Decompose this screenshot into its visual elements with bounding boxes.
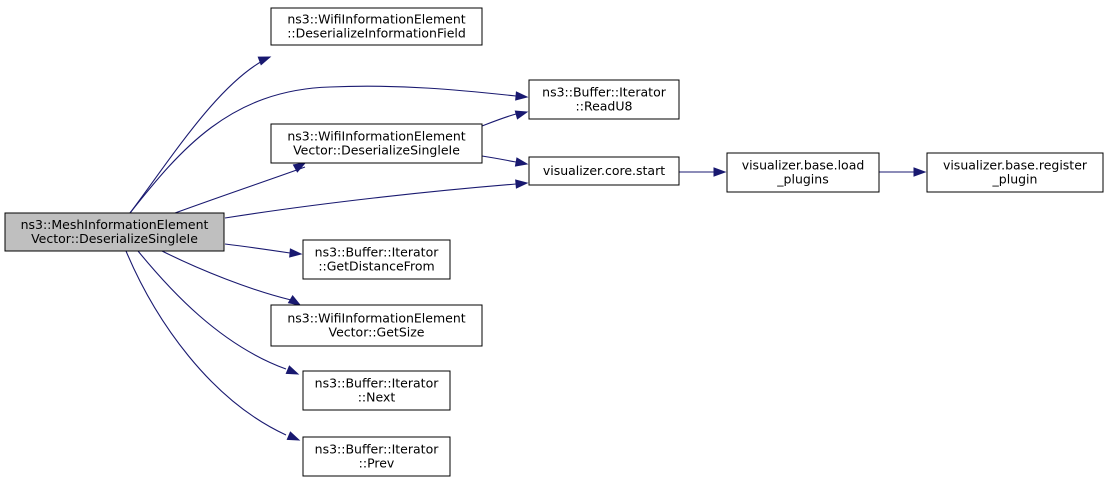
node-label-line: _plugin: [992, 172, 1038, 187]
node-label-line: Vector::DeserializeSingleIe: [31, 231, 198, 246]
node-label-line: ::ReadU8: [576, 99, 633, 114]
node-read-u8[interactable]: ns3::Buffer::Iterator::ReadU8: [528, 79, 680, 120]
node-label-line: ::Prev: [359, 456, 395, 471]
node-box[interactable]: [302, 239, 451, 280]
edge-root-to-wifi_deser_single: [174, 162, 307, 214]
node-label-line: Vector::DeserializeSingleIe: [293, 143, 460, 158]
arrowhead-icon: [514, 157, 529, 167]
arrowhead-icon: [515, 179, 529, 189]
arrowhead-icon: [286, 431, 301, 441]
arrowhead-icon: [913, 167, 927, 177]
edge-root-to-next: [137, 250, 300, 375]
node-label-line: ns3::WifiInformationElement: [287, 12, 465, 27]
edge-root-to-core_start: [224, 179, 529, 219]
arrowhead-icon: [514, 110, 529, 120]
edge-line: [481, 155, 517, 163]
node-label-line: ns3::Buffer::Iterator: [315, 245, 440, 260]
node-deser-info-field[interactable]: ns3::WifiInformationElement::Deserialize…: [270, 7, 483, 46]
node-register-plugin[interactable]: visualizer.base.register_plugin: [926, 152, 1104, 193]
node-label-line: ns3::Buffer::Iterator: [315, 376, 440, 391]
node-label-line: ns3::WifiInformationElement: [287, 129, 465, 144]
edge-line: [224, 243, 291, 254]
node-prev[interactable]: ns3::Buffer::Iterator::Prev: [302, 436, 451, 477]
node-label-line: visualizer.base.register: [943, 158, 1088, 173]
node-label-line: ns3::WifiInformationElement: [287, 311, 465, 326]
node-core-start[interactable]: visualizer.core.start: [528, 156, 680, 186]
node-box[interactable]: [726, 152, 880, 193]
node-label-line: ::GetDistanceFrom: [318, 259, 434, 274]
edge-core_start-to-load_plugins: [679, 167, 727, 177]
node-get-distance-from[interactable]: ns3::Buffer::Iterator::GetDistanceFrom: [302, 239, 451, 280]
edge-line: [125, 250, 287, 436]
node-wifi-deser-single[interactable]: ns3::WifiInformationElementVector::Deser…: [270, 123, 483, 164]
edge-wifi_deser_single-to-read_u8: [481, 110, 529, 127]
node-box[interactable]: [302, 370, 451, 411]
node-box[interactable]: [4, 212, 225, 252]
node-label-line: ::Next: [358, 390, 396, 405]
arrowhead-icon: [285, 365, 300, 375]
nodes-layer: ns3::MeshInformationElementVector::Deser…: [4, 7, 1104, 477]
arrowhead-icon: [257, 56, 272, 66]
edge-line: [129, 56, 271, 214]
edge-root-to-get_distance_from: [224, 243, 303, 258]
node-label-line: ns3::Buffer::Iterator: [315, 442, 440, 457]
edge-root-to-get_size: [161, 250, 302, 306]
edge-line: [137, 250, 287, 370]
edge-load_plugins-to-register_plugin: [879, 167, 927, 177]
arrowhead-icon: [287, 295, 302, 306]
node-box[interactable]: [270, 123, 483, 164]
node-box[interactable]: [926, 152, 1104, 193]
node-box[interactable]: [302, 436, 451, 477]
edge-line: [174, 166, 306, 214]
node-label-line: _plugins: [776, 172, 828, 187]
node-label-line: ::DeserializeInformationField: [287, 26, 466, 41]
arrowhead-icon: [292, 162, 307, 173]
node-get-size[interactable]: ns3::WifiInformationElementVector::GetSi…: [270, 304, 483, 347]
arrowhead-icon: [289, 248, 303, 258]
node-label-line: ns3::Buffer::Iterator: [542, 85, 667, 100]
arrowhead-icon: [515, 91, 529, 101]
edge-line: [481, 113, 517, 127]
edge-line: [224, 183, 517, 219]
node-root[interactable]: ns3::MeshInformationElementVector::Deser…: [4, 212, 225, 252]
node-label-line: visualizer.base.load: [742, 158, 865, 173]
node-next[interactable]: ns3::Buffer::Iterator::Next: [302, 370, 451, 411]
edge-root-to-deser_info_field: [129, 56, 272, 214]
edge-root-to-read_u8: [129, 85, 529, 214]
node-box[interactable]: [270, 7, 483, 46]
edge-line: [129, 85, 517, 214]
edge-root-to-prev: [125, 250, 301, 441]
node-label-line: Vector::GetSize: [329, 325, 425, 340]
node-label-line: visualizer.core.start: [543, 163, 665, 178]
edge-line: [161, 250, 292, 301]
node-label-line: ns3::MeshInformationElement: [21, 217, 209, 232]
node-box[interactable]: [528, 79, 680, 120]
node-box[interactable]: [270, 304, 483, 347]
arrowhead-icon: [713, 167, 727, 177]
edges-layer: [125, 56, 927, 441]
node-box[interactable]: [528, 156, 680, 186]
node-load-plugins[interactable]: visualizer.base.load_plugins: [726, 152, 880, 193]
edge-wifi_deser_single-to-core_start: [481, 155, 529, 167]
